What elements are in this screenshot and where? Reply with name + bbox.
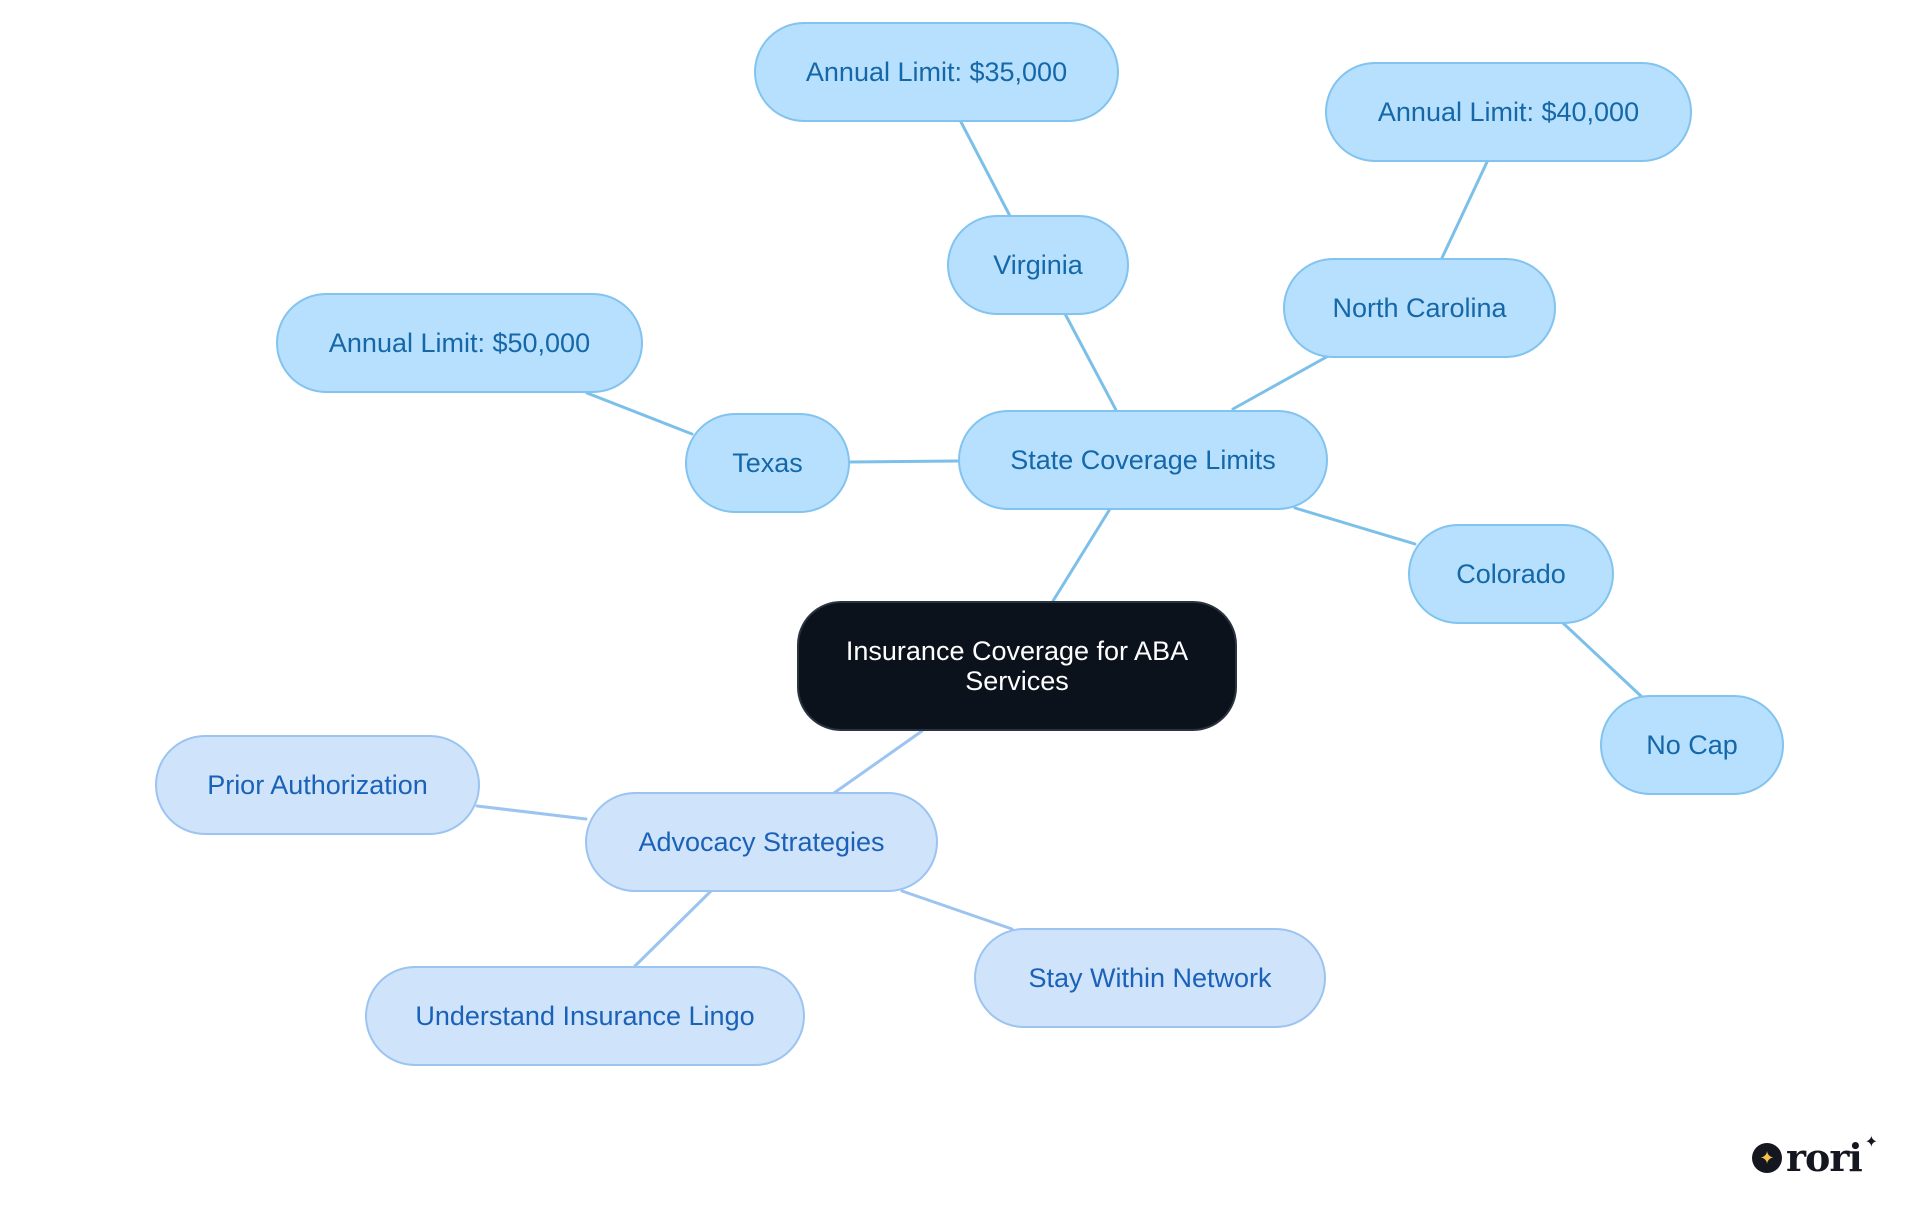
sparkle-icon: ✦ <box>1752 1143 1782 1173</box>
prior-authorization-label: Prior Authorization <box>207 770 428 800</box>
root-node[interactable]: Insurance Coverage for ABA Services <box>797 601 1237 731</box>
small-sparkle-icon: ✦ <box>1864 1134 1878 1151</box>
edge-state-texas <box>848 459 960 464</box>
advocacy-strategies-node[interactable]: Advocacy Strategies <box>585 792 938 892</box>
understand-insurance-lingo-node[interactable]: Understand Insurance Lingo <box>365 966 805 1066</box>
root-label: Insurance Coverage for ABA Services <box>845 636 1189 696</box>
edge-root-advocacy <box>832 729 924 795</box>
edge-state-virginia <box>1061 308 1118 412</box>
edge-texas-limit <box>585 391 694 436</box>
texas-label: Texas <box>732 448 803 478</box>
colorado-node[interactable]: Colorado <box>1408 524 1614 624</box>
texas-node[interactable]: Texas <box>685 413 850 513</box>
virginia-limit-node[interactable]: Annual Limit: $35,000 <box>754 22 1119 122</box>
virginia-node[interactable]: Virginia <box>947 215 1129 315</box>
edge-virginia-limit <box>959 120 1013 220</box>
texas-limit-node[interactable]: Annual Limit: $50,000 <box>276 293 643 393</box>
state-coverage-node[interactable]: State Coverage Limits <box>958 410 1328 510</box>
edge-advocacy-prior <box>475 804 588 821</box>
logo-wordmark: rori <box>1786 1135 1863 1180</box>
north-carolina-limit-node[interactable]: Annual Limit: $40,000 <box>1325 62 1692 162</box>
texas-limit-label: Annual Limit: $50,000 <box>328 328 591 358</box>
edge-northcarolina-limit <box>1440 160 1489 260</box>
stay-within-network-label: Stay Within Network <box>1028 963 1272 993</box>
north-carolina-label: North Carolina <box>1332 293 1507 323</box>
state-coverage-label: State Coverage Limits <box>1010 445 1276 475</box>
advocacy-strategies-label: Advocacy Strategies <box>638 827 885 857</box>
no-cap-node[interactable]: No Cap <box>1600 695 1784 795</box>
edge-state-northcarolina <box>1231 353 1332 411</box>
no-cap-label: No Cap <box>1646 730 1738 760</box>
north-carolina-limit-label: Annual Limit: $40,000 <box>1377 97 1640 127</box>
north-carolina-node[interactable]: North Carolina <box>1283 258 1556 358</box>
understand-insurance-lingo-label: Understand Insurance Lingo <box>415 1001 755 1031</box>
brand-logo: ✦ rori ✦ <box>1752 1134 1878 1180</box>
edge-state-colorado <box>1293 506 1417 546</box>
edge-advocacy-lingo <box>633 889 713 968</box>
virginia-label: Virginia <box>993 250 1083 280</box>
prior-authorization-node[interactable]: Prior Authorization <box>155 735 480 835</box>
edge-root-state <box>1051 502 1115 603</box>
stay-within-network-node[interactable]: Stay Within Network <box>974 928 1326 1028</box>
colorado-label: Colorado <box>1456 559 1566 589</box>
edge-colorado-nocap <box>1561 621 1644 699</box>
edge-advocacy-network <box>900 889 1014 931</box>
virginia-limit-label: Annual Limit: $35,000 <box>805 57 1068 87</box>
